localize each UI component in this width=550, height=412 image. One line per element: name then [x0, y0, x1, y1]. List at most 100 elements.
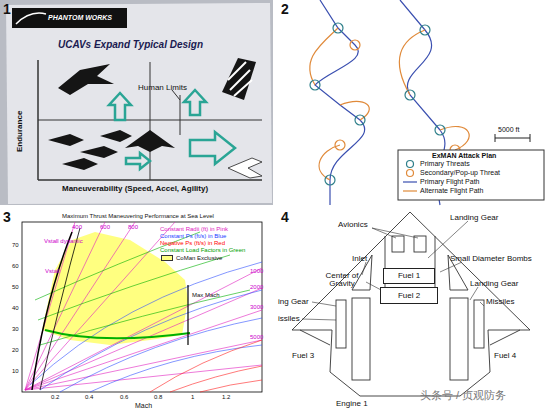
- leader-line: [302, 221, 484, 320]
- part-label: Small Diameter Bombs: [450, 255, 532, 263]
- part-label: Center of Gravity: [318, 272, 366, 288]
- axis-tick: 10: [12, 368, 19, 374]
- panel-four: [277, 208, 550, 412]
- threat-circle: [333, 23, 343, 33]
- legend-text: Constant Load Factors in Green: [160, 247, 245, 253]
- negative-ps-curve: [170, 366, 262, 392]
- radius-line: [25, 222, 105, 390]
- chart-axis: [38, 60, 262, 180]
- aircraft-silhouette: [100, 130, 132, 142]
- stripe-mark: [230, 70, 250, 90]
- threat-circle: [355, 115, 365, 125]
- leader-line: [372, 228, 396, 238]
- tank-box: Fuel 1: [383, 268, 435, 284]
- trend-arrow: [109, 93, 131, 120]
- curve-label: Max Mach: [192, 292, 220, 298]
- radius-line: [25, 268, 262, 390]
- legend-frame: [398, 150, 544, 200]
- axis-tick: 30: [12, 326, 19, 332]
- legend-text: Primary Flight Path: [420, 178, 480, 185]
- legend-title: ExMAN Attack Plan: [432, 152, 496, 159]
- aircraft-outline: [352, 298, 370, 380]
- axis-tick: 0.6: [120, 394, 128, 400]
- legend-text: Constant Radii (ft) in Pink: [160, 226, 228, 232]
- tank-box: Fuel 2: [380, 287, 438, 304]
- panel-three: [0, 208, 273, 412]
- panel-number: 2: [281, 2, 289, 16]
- aircraft-silhouette: [58, 64, 114, 95]
- leader-line: [372, 228, 418, 238]
- panel-two: [277, 0, 550, 205]
- curve-value: 1000: [250, 268, 263, 274]
- trend-arrow: [109, 90, 235, 169]
- aircraft-silhouette: [48, 58, 256, 170]
- legend-frame: [403, 181, 417, 182]
- axis-title: Endurance: [16, 111, 24, 152]
- box-text: Fuel 2: [398, 292, 420, 300]
- legend-text: CoMan Exclusive: [176, 255, 222, 261]
- curve-value: 2000: [250, 284, 263, 290]
- axis-tick: 0.8: [154, 394, 162, 400]
- panel-number: 3: [3, 210, 11, 224]
- threat-circle: [350, 40, 360, 50]
- aircraft-outline: [474, 300, 484, 348]
- scale-bar: [495, 134, 530, 142]
- aircraft-silhouette: [222, 58, 256, 100]
- legend-frame: [403, 190, 417, 191]
- axis-tick: 60: [12, 263, 19, 269]
- stripe-mark: [228, 62, 246, 80]
- threat-circle: [325, 175, 335, 185]
- axis-tick: 20: [12, 347, 19, 353]
- part-label: issiles: [278, 315, 300, 323]
- panel-three: [22, 222, 262, 392]
- curve-value: 400: [72, 224, 82, 230]
- watermark: 头条号 / 贞观防务: [420, 390, 506, 401]
- ps-curve: [40, 290, 262, 390]
- part-label: Inlet: [352, 255, 367, 263]
- flight-path: [310, 28, 370, 180]
- aircraft-outline: [336, 300, 346, 348]
- panel-three: [0, 208, 273, 412]
- part-label: Landing Gear: [470, 280, 518, 288]
- stall-boundary: [187, 285, 188, 345]
- panel-two: [277, 0, 550, 205]
- axis-tick: 1: [191, 394, 194, 400]
- radius-line: [25, 365, 262, 390]
- outline-aircraft: [228, 158, 262, 178]
- aircraft-outline: [292, 212, 530, 396]
- panel-one: [0, 0, 273, 205]
- scale-bar: [530, 134, 531, 142]
- panel-one: [16, 13, 46, 24]
- part-label: Fuel 4: [494, 352, 516, 360]
- threat-circle: [335, 140, 345, 150]
- curve-label: Vstall dynamic: [44, 238, 83, 244]
- axis-tick: 0.4: [85, 394, 93, 400]
- legend-text: Alternate Flight Path: [420, 187, 483, 194]
- aircraft-silhouette: [80, 146, 118, 158]
- aircraft-outline: [414, 236, 426, 252]
- aircraft-outline: [292, 212, 530, 396]
- axis-tick: 70: [12, 242, 19, 248]
- legend-text: Negative Ps (ft/s) in Red: [160, 240, 225, 246]
- axis-tick: 50: [12, 284, 19, 290]
- chart-title: Maximum Thrust Maneuvering Performance a…: [62, 213, 214, 219]
- ps-curve: [60, 318, 262, 392]
- legend-frame: [407, 161, 414, 168]
- legend-swatch: [161, 255, 173, 261]
- part-label: Fuel 3: [292, 352, 314, 360]
- load-factor-curve: [35, 232, 250, 345]
- legend-frame: [407, 170, 414, 177]
- radius-line: [25, 222, 135, 390]
- outline-aircraft: [228, 158, 262, 178]
- radius-line: [25, 222, 75, 390]
- leader-line: [312, 302, 336, 306]
- negative-ps-curve: [150, 340, 262, 392]
- load-factor-curve: [40, 290, 250, 345]
- axis-title: Maneuverability (Speed, Accel, Agility): [62, 185, 208, 193]
- aircraft-outline: [300, 330, 520, 345]
- stall-boundary: [32, 232, 72, 390]
- chart-axis: [180, 95, 181, 135]
- aircraft-silhouette: [48, 134, 84, 146]
- aircraft-outline: [450, 298, 468, 380]
- panel-number: 4: [281, 210, 289, 224]
